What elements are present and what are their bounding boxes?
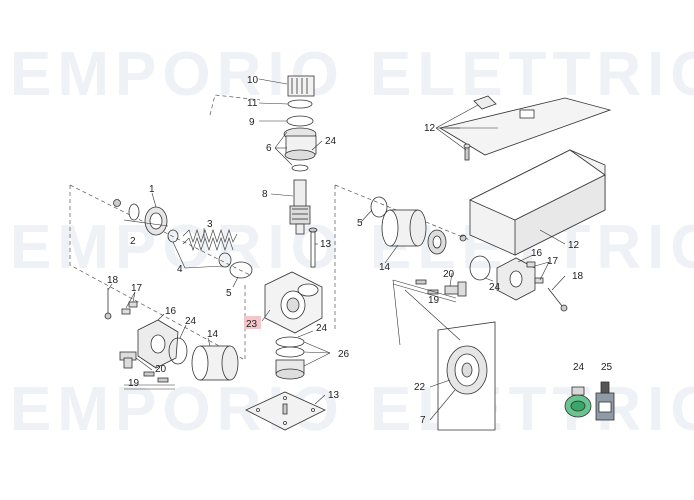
center-column-parts bbox=[245, 75, 326, 431]
part-13-bolt bbox=[308, 227, 318, 268]
leader-lines bbox=[107, 78, 566, 421]
part-4-oring-2 bbox=[218, 252, 232, 268]
label-26: 26 bbox=[338, 349, 350, 360]
watermark-word-elettrico-3: ELETTRICO bbox=[370, 375, 694, 444]
part-13-base-plate bbox=[245, 391, 326, 431]
part-18-screw bbox=[104, 288, 112, 320]
label-10: 10 bbox=[247, 75, 259, 86]
label-17-left: 17 bbox=[131, 283, 143, 294]
label-23: 23 bbox=[246, 319, 258, 330]
label-6: 6 bbox=[266, 143, 272, 154]
part-19-pins-left bbox=[143, 371, 169, 383]
part-5-oring-right bbox=[370, 196, 388, 218]
part-5-seal bbox=[229, 261, 253, 279]
label-4: 4 bbox=[177, 264, 183, 275]
label-20-left: 20 bbox=[155, 364, 167, 375]
label-9: 9 bbox=[249, 117, 255, 128]
part-18-screw-right bbox=[547, 287, 568, 312]
part-24-oring-left bbox=[168, 337, 188, 365]
label-14-left: 14 bbox=[207, 329, 219, 340]
watermark-word-elettrico: ELETTRICO bbox=[370, 40, 694, 109]
label-7: 7 bbox=[420, 415, 426, 426]
part-1-cap bbox=[144, 206, 168, 236]
label-5-left: 5 bbox=[226, 288, 232, 299]
label-14-right: 14 bbox=[379, 262, 391, 273]
part-17-bolts-right bbox=[526, 261, 544, 284]
label-8: 8 bbox=[262, 189, 268, 200]
label-20-right: 20 bbox=[443, 269, 455, 280]
label-24-lower: 24 bbox=[316, 323, 328, 334]
part-14-cylinder-right bbox=[381, 209, 427, 247]
label-16-right: 16 bbox=[531, 248, 543, 259]
part-3-spring bbox=[182, 229, 238, 251]
part-20-elbow-left bbox=[119, 351, 137, 369]
label-5-right: 5 bbox=[357, 218, 363, 229]
part-26-seals bbox=[275, 336, 305, 380]
right-group-parts bbox=[370, 95, 612, 431]
label-3: 3 bbox=[207, 219, 213, 230]
label-24-right: 24 bbox=[489, 282, 501, 293]
part-14-cylinder-left bbox=[191, 345, 239, 381]
part-23-gearbox-housing bbox=[264, 271, 323, 334]
highlight-part-23 bbox=[244, 316, 261, 329]
part-10-needle-bearing bbox=[287, 75, 315, 97]
part-6-pulley-small bbox=[427, 229, 447, 255]
watermark: EMPORIO ELETTRICO EMPORIO ELETTRICO EMPO… bbox=[10, 40, 694, 444]
label-22: 22 bbox=[414, 382, 426, 393]
part-1-screw bbox=[113, 199, 121, 207]
label-2: 2 bbox=[130, 236, 136, 247]
label-25: 25 bbox=[601, 362, 613, 373]
label-12-box: 12 bbox=[568, 240, 580, 251]
part-17-bolts bbox=[121, 301, 138, 315]
detail-box-pulley bbox=[437, 321, 496, 431]
label-24-bottle: 24 bbox=[573, 362, 585, 373]
callout-labels: 10 11 9 6 24 8 13 23 24 26 13 1 2 3 4 5 … bbox=[107, 75, 613, 426]
label-13-plate: 13 bbox=[328, 390, 340, 401]
part-11-ring bbox=[287, 99, 313, 109]
watermark-word-emporio: EMPORIO bbox=[10, 40, 345, 109]
label-11: 11 bbox=[247, 98, 258, 109]
part-24-grease-jar bbox=[564, 386, 592, 418]
part-16-flange bbox=[137, 319, 179, 369]
part-9-seal bbox=[286, 115, 314, 127]
part-25-oil-bottle bbox=[595, 381, 615, 421]
label-18-left: 18 bbox=[107, 275, 119, 286]
label-16-left: 16 bbox=[165, 306, 177, 317]
part-12-clip bbox=[473, 95, 497, 110]
label-12-top: 12 bbox=[424, 123, 436, 134]
part-16-flange-right bbox=[496, 257, 536, 301]
part-20-elbow-right bbox=[444, 281, 467, 297]
label-19-right: 19 bbox=[428, 295, 440, 306]
part-2-washer bbox=[128, 203, 140, 221]
label-1: 1 bbox=[149, 184, 155, 195]
watermark-word-emporio-2: EMPORIO bbox=[10, 213, 345, 282]
label-24-center: 24 bbox=[325, 136, 337, 147]
label-19-left: 19 bbox=[128, 378, 140, 389]
left-group-parts bbox=[104, 199, 253, 383]
part-19-pins-right bbox=[415, 279, 439, 295]
part-6-gear-cover bbox=[283, 127, 317, 172]
part-12-housing-box bbox=[469, 149, 606, 256]
label-13-bolt: 13 bbox=[320, 239, 332, 250]
bottles bbox=[564, 381, 615, 421]
label-24-left: 24 bbox=[185, 316, 197, 327]
label-18-right: 18 bbox=[572, 271, 584, 282]
part-12-screw bbox=[463, 143, 471, 161]
part-24-oring-right bbox=[469, 255, 491, 281]
label-17-right: 17 bbox=[547, 256, 559, 267]
part-8-worm-shaft bbox=[289, 179, 311, 235]
